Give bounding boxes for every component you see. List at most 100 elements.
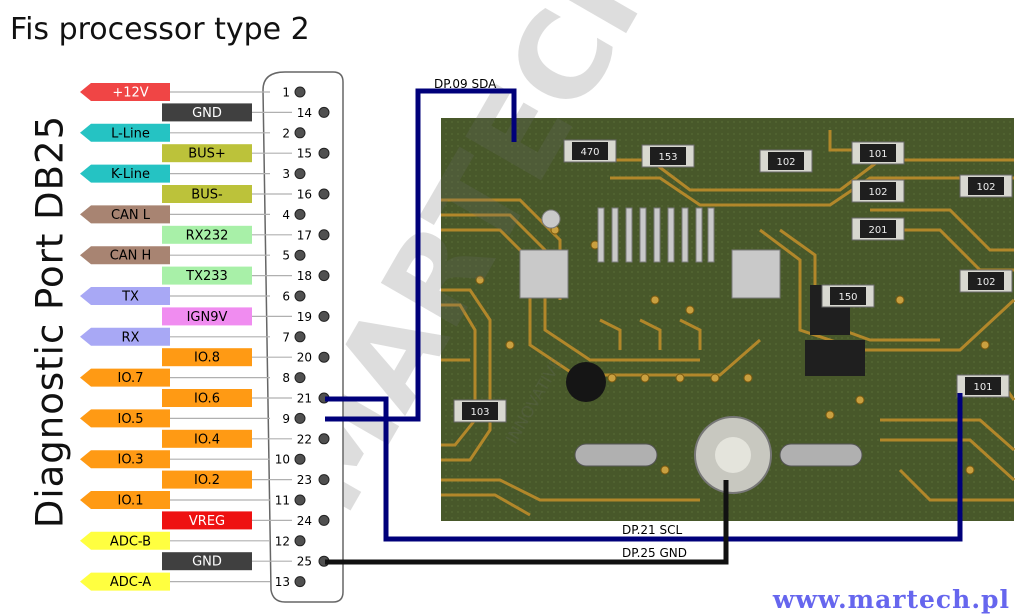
pin-10: IO.3 10 xyxy=(80,450,306,469)
pin-number-3: 3 xyxy=(282,167,290,181)
pin-tag-25 xyxy=(162,552,252,571)
pin-contact-14 xyxy=(318,106,330,118)
wire-gnd-label: DP.25 GND xyxy=(622,546,687,560)
pin-tag-14 xyxy=(162,103,252,122)
pin-contact-9 xyxy=(294,412,306,424)
pin-13: ADC-A 13 xyxy=(80,572,306,591)
pin-number-7: 7 xyxy=(282,330,290,344)
pin-label-11: IO.1 xyxy=(118,494,144,509)
pin-number-8: 8 xyxy=(282,371,290,385)
pin-label-8: IO.7 xyxy=(118,371,144,386)
pcb-ic-pads xyxy=(519,207,781,299)
pin-contact-7 xyxy=(294,331,306,343)
pin-label-10: IO.3 xyxy=(118,453,144,468)
smd-body xyxy=(968,272,1004,290)
pin-number-16: 16 xyxy=(297,188,312,202)
pin-number-15: 15 xyxy=(297,147,312,161)
smd-body xyxy=(462,402,498,420)
pin-label-22: IO.4 xyxy=(194,432,220,447)
pin-tag-7 xyxy=(80,327,170,346)
pin-number-10: 10 xyxy=(275,453,290,467)
pin-number-4: 4 xyxy=(282,208,290,222)
smd-code: 102 xyxy=(976,277,995,288)
pin-number-6: 6 xyxy=(282,290,290,304)
pin-11: IO.1 11 xyxy=(80,491,306,509)
pin-contact-10 xyxy=(294,453,306,465)
smd-code: 470 xyxy=(580,147,599,158)
pin-tag-6 xyxy=(80,287,170,305)
pin-number-13: 13 xyxy=(275,575,290,589)
pin-label-13: ADC-A xyxy=(110,575,151,590)
pcb-vias xyxy=(475,225,990,475)
pin-tag-18 xyxy=(162,266,252,285)
smd-code: 201 xyxy=(868,225,887,236)
smd-code: 150 xyxy=(838,292,857,303)
pin-3: K-Line 3 xyxy=(80,164,306,183)
pin-tag-17 xyxy=(162,225,252,244)
pin-8: IO.7 8 xyxy=(80,368,306,387)
smd-code: 153 xyxy=(658,152,677,163)
pin-contact-6 xyxy=(294,290,306,302)
smd-code: 101 xyxy=(868,149,887,160)
pin-contact-18 xyxy=(318,270,330,282)
smd-component: 102 xyxy=(851,179,905,203)
pcb-slot-left xyxy=(574,443,658,467)
wire-scl-label: DP.21 SCL xyxy=(622,523,683,537)
pin-label-2: L-Line xyxy=(111,126,150,141)
pin-label-17: RX232 xyxy=(186,228,229,243)
pin-contact-24 xyxy=(318,514,330,526)
smd-body xyxy=(768,152,804,170)
pcb-ground-screw-center xyxy=(715,437,751,473)
footer-url[interactable]: www.martech.pl xyxy=(772,585,1010,614)
smd-body xyxy=(965,377,1001,395)
pin-tag-4 xyxy=(80,205,170,224)
pin-tag-9 xyxy=(80,409,170,428)
pin-tag-5 xyxy=(80,246,170,265)
pin-tag-2 xyxy=(80,123,170,142)
pin-number-9: 9 xyxy=(282,412,290,426)
pin-label-21: IO.6 xyxy=(194,392,220,407)
pin-21: IO.6 21 xyxy=(162,389,330,407)
pin-label-3: K-Line xyxy=(111,167,150,182)
pin-label-5: CAN H xyxy=(110,249,152,264)
pin-label-24: VREG xyxy=(189,514,225,529)
smd-body xyxy=(860,220,896,238)
pin-tag-20 xyxy=(162,348,252,367)
pin-label-15: BUS+ xyxy=(188,147,226,162)
smd-body xyxy=(860,182,896,200)
smd-body xyxy=(650,147,686,165)
pin-tag-13 xyxy=(80,572,170,591)
pin-tag-21 xyxy=(162,389,252,407)
pin-number-18: 18 xyxy=(297,269,312,283)
smd-component: 101 xyxy=(956,374,1010,398)
page-title: Fis processor type 2 xyxy=(10,12,310,47)
smd-component: 150 xyxy=(821,284,875,308)
smd-component: 153 xyxy=(641,144,695,168)
pin-number-14: 14 xyxy=(297,106,312,120)
pin-tag-24 xyxy=(162,511,252,530)
smd-body xyxy=(572,142,608,160)
pin-label-25: GND xyxy=(192,555,222,570)
pin-number-21: 21 xyxy=(297,392,312,406)
pin-contact-19 xyxy=(318,310,330,322)
pcb-hole xyxy=(566,362,606,402)
pin-contact-17 xyxy=(318,229,330,241)
pin-number-11: 11 xyxy=(275,494,290,508)
pin-label-9: IO.5 xyxy=(118,412,144,427)
pin-label-16: BUS- xyxy=(191,188,223,203)
side-label: Diagnostic Port DB25 xyxy=(28,114,72,529)
pin-tag-22 xyxy=(162,429,252,448)
pin-contact-5 xyxy=(294,249,306,261)
pin-contact-1 xyxy=(294,86,306,98)
pin-contact-13 xyxy=(294,576,306,588)
